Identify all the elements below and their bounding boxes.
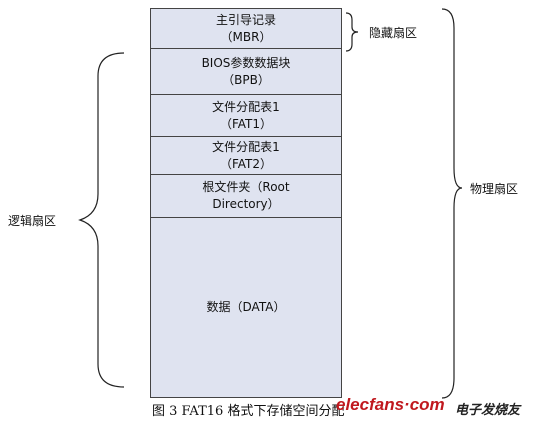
segment-mbr-title: 主引导记录 (215, 12, 276, 27)
segment-fat1-abbr: （FAT1） (219, 116, 273, 131)
watermark-logo: elecfans·com (336, 395, 445, 414)
segment-data: 数据（DATA） (151, 218, 341, 397)
physical-sector-label: 物理扇区 (470, 182, 519, 196)
segment-bpb-abbr: （BPB） (222, 72, 270, 87)
logical-sector-brace (78, 52, 125, 388)
segment-data-title: 数据（DATA） (206, 300, 286, 314)
segment-fat2-abbr: （FAT2） (219, 156, 273, 171)
hidden-sector-label: 隐藏扇区 (369, 26, 418, 40)
segment-bpb: BIOS参数数据块 （BPB） (151, 49, 341, 95)
segment-mbr-abbr: （MBR） (220, 29, 272, 44)
segment-fat2-title: 文件分配表1 (212, 139, 280, 154)
watermark-logo-cn: 电子发烧友 (455, 403, 521, 418)
physical-sector-brace (441, 8, 463, 399)
segment-root-directory: 根文件夹（Root Directory） (151, 175, 341, 218)
segment-bpb-title: BIOS参数数据块 (201, 55, 291, 70)
segment-root-abbr: Directory） (212, 197, 280, 211)
segment-fat2: 文件分配表1 （FAT2） (151, 137, 341, 175)
segment-fat1-title: 文件分配表1 (212, 99, 280, 114)
segment-mbr: 主引导记录 （MBR） (151, 9, 341, 49)
logical-sector-label: 逻辑扇区 (8, 214, 57, 228)
figure-caption: 图 3 FAT16 格式下存储空间分配 (152, 404, 345, 419)
segment-fat1: 文件分配表1 （FAT1） (151, 95, 341, 137)
storage-layout-column: 主引导记录 （MBR） BIOS参数数据块 （BPB） 文件分配表1 （FAT1… (150, 8, 342, 398)
segment-root-title: 根文件夹（Root (202, 180, 290, 194)
hidden-sector-brace (345, 12, 359, 52)
